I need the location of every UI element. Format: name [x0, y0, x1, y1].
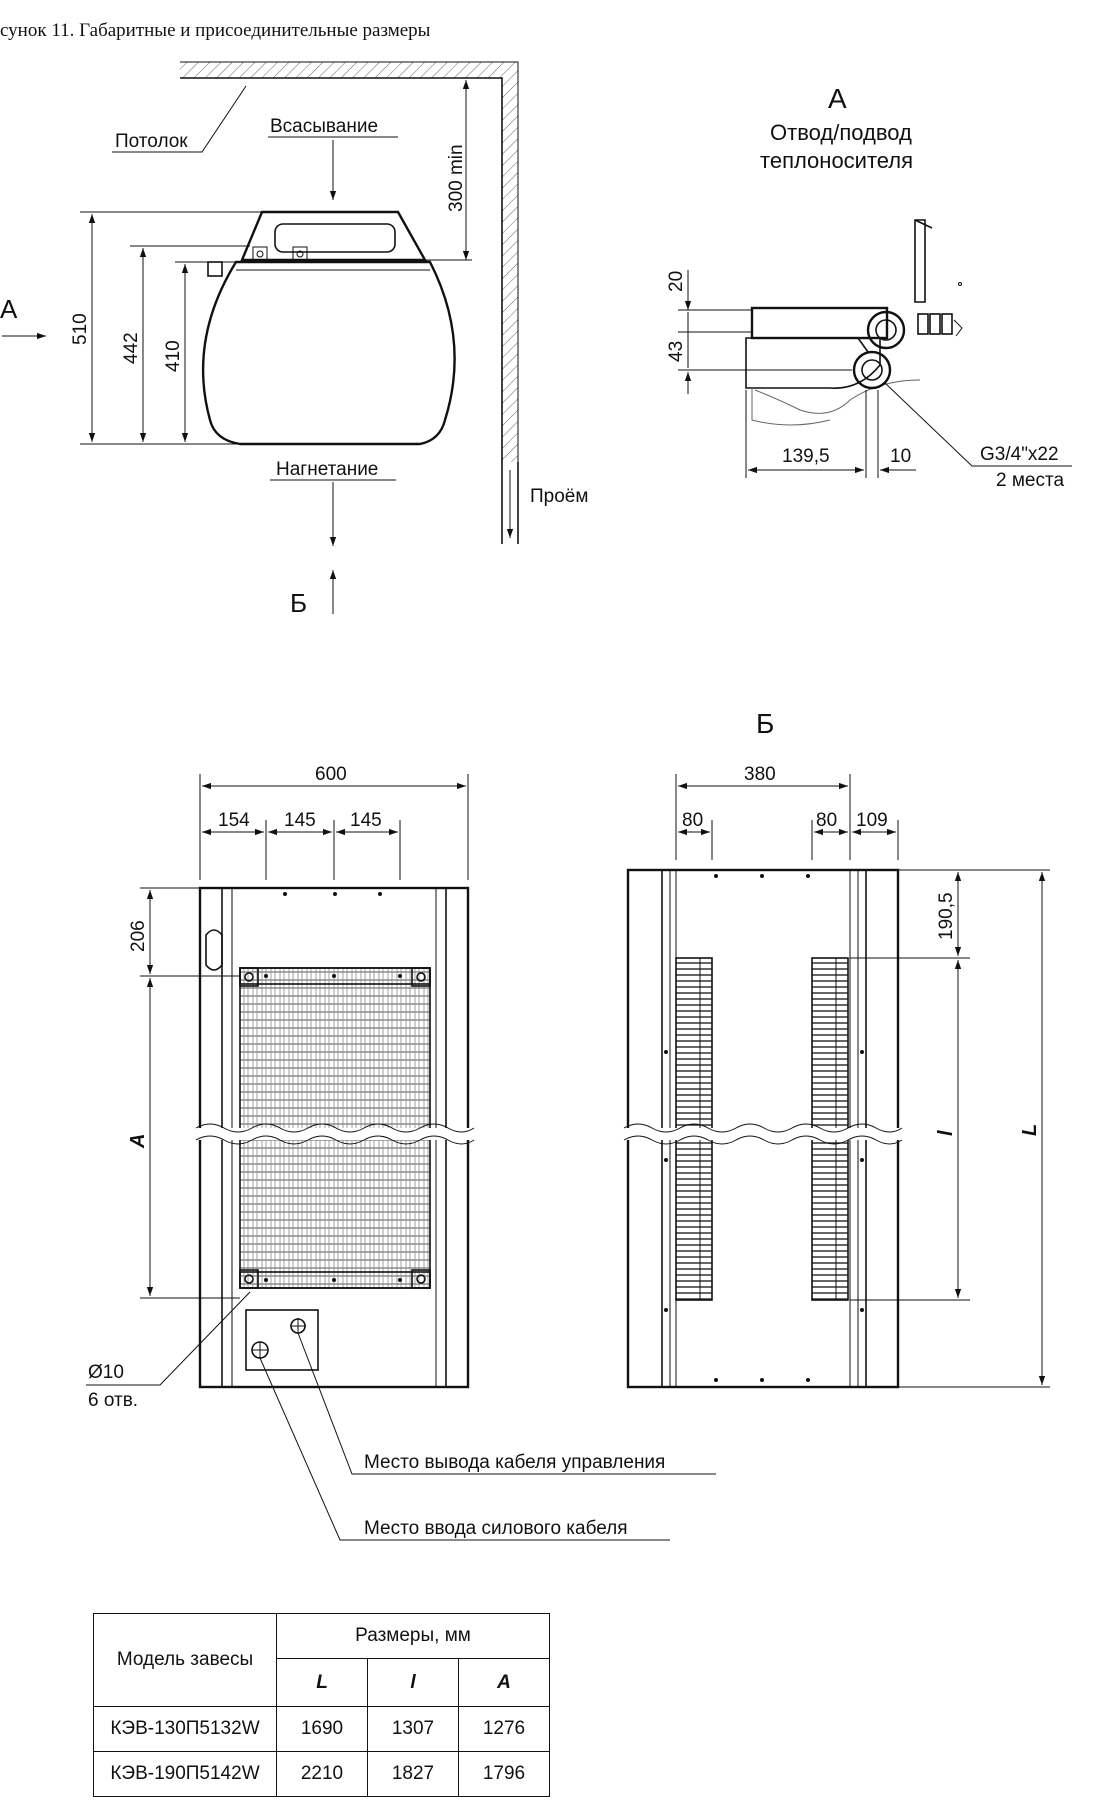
dim-510: 510 — [70, 313, 91, 345]
dimensions-table: Модель завесы Размеры, мм L l A КЭВ-130П… — [93, 1612, 550, 1797]
ceiling-label: Потолок — [115, 131, 188, 152]
dim-442: 442 — [121, 332, 142, 364]
dim-600: 600 — [315, 764, 347, 785]
dim-145-a: 145 — [284, 810, 316, 831]
places-label: 2 места — [996, 470, 1064, 491]
row-A: 1796 — [458, 1751, 550, 1797]
table-header-row: Модель завесы Размеры, мм — [93, 1612, 550, 1707]
header-model: Модель завесы — [93, 1613, 277, 1707]
row-L: 1690 — [276, 1706, 368, 1752]
detail-a-title-2: теплоносителя — [760, 148, 913, 173]
dim-80-a: 80 — [682, 810, 703, 831]
row-A: 1276 — [458, 1706, 550, 1752]
opening-label: Проём — [530, 486, 588, 507]
row-model: КЭВ-190П5142W — [93, 1751, 277, 1797]
figure-caption: сунок 11. Габаритные и присоединительные… — [0, 20, 431, 41]
suction-label: Всасывание — [270, 116, 378, 137]
discharge-label: Нагнетание — [276, 459, 378, 480]
row-l: 1307 — [367, 1706, 459, 1752]
view-b-letter: Б — [756, 708, 774, 739]
table-row: КЭВ-130П5132W 1690 1307 1276 — [93, 1706, 550, 1752]
ceiling-hatch — [180, 62, 518, 78]
dim-154: 154 — [218, 810, 250, 831]
header-A: A — [458, 1658, 550, 1707]
dim-20: 20 — [666, 271, 687, 292]
table-row: КЭВ-190П5142W 2210 1827 1796 — [93, 1751, 550, 1797]
dim-A: A — [127, 1134, 149, 1149]
side-view: Проём Потолок Всасывание 300 min 510 442 — [0, 61, 588, 618]
dim-145-b: 145 — [350, 810, 382, 831]
view-b-arrow-label: Б — [290, 588, 307, 618]
dim-206: 206 — [128, 920, 149, 952]
row-l: 1827 — [367, 1751, 459, 1797]
dim-80-b: 80 — [816, 810, 837, 831]
thread-label: G3/4"x22 — [980, 444, 1059, 465]
table-subheader-row: L l A — [94, 1658, 550, 1707]
dim-43: 43 — [666, 341, 687, 362]
control-cable-label: Место вывода кабеля управления — [364, 1452, 665, 1473]
view-a-arrow-label: А — [0, 294, 18, 324]
detail-a-letter: А — [828, 83, 847, 114]
dim-L: L — [1019, 1124, 1041, 1136]
view-b: Б 380 80 80 109 190,5 l — [623, 708, 1050, 1389]
hole-diameter: Ø10 — [88, 1362, 124, 1383]
row-model: КЭВ-130П5132W — [93, 1706, 277, 1752]
wall-hatch — [502, 78, 518, 462]
header-l: l — [367, 1658, 459, 1707]
top-view: 600 154 145 145 — [86, 764, 716, 1541]
dim-190-5: 190,5 — [936, 892, 957, 940]
dim-410: 410 — [163, 340, 184, 372]
clearance-dim: 300 min — [446, 144, 467, 212]
power-cable-label: Место ввода силового кабеля — [364, 1518, 628, 1539]
header-L: L — [276, 1658, 368, 1707]
dim-109: 109 — [856, 810, 888, 831]
detail-a-title-1: Отвод/подвод — [770, 120, 912, 145]
detail-a: А Отвод/подвод теплоносителя 20 43 13 — [666, 83, 1072, 491]
dim-10: 10 — [890, 446, 911, 467]
row-L: 2210 — [276, 1751, 368, 1797]
dim-380: 380 — [744, 764, 776, 785]
hole-count: 6 отв. — [88, 1390, 138, 1411]
header-dims: Размеры, мм — [276, 1612, 550, 1660]
dim-139-5: 139,5 — [782, 446, 830, 467]
dim-l: l — [935, 1130, 957, 1136]
